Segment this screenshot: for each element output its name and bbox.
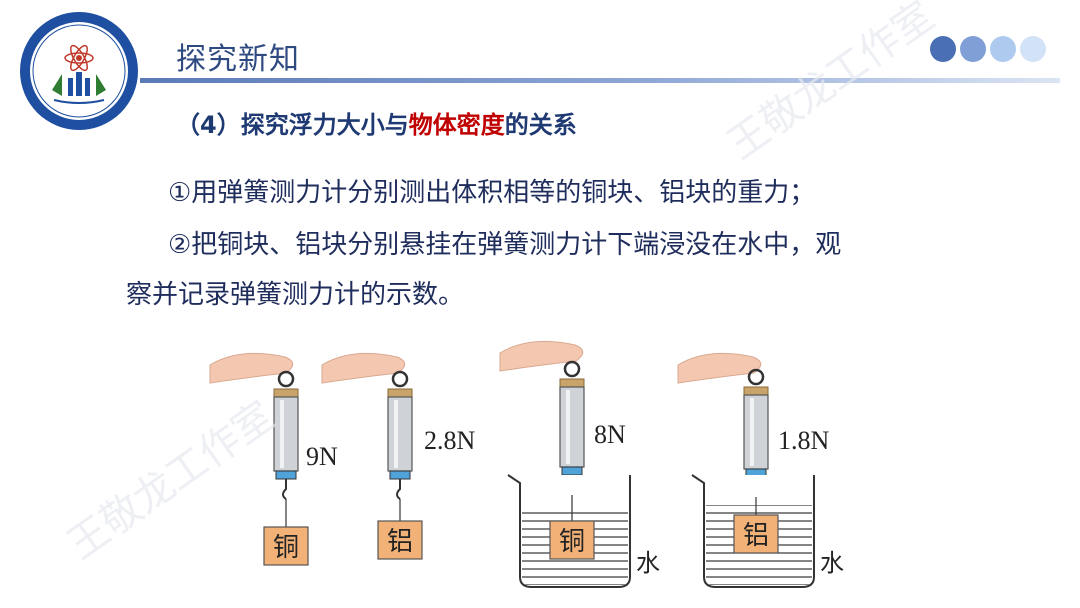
scale-tip-2 [389, 470, 411, 480]
experiment-figure: 铜 9N 铝 2.8N 铜 8N 水 [209, 340, 844, 588]
reading-4: 1.8N [778, 426, 830, 455]
school-logo [20, 12, 138, 130]
copper-label-1: 铜 [273, 533, 299, 563]
step-2-text: ②把铜块、铝块分别悬挂在弹簧测力计下端浸没在水中，观 [168, 230, 842, 260]
header-divider [140, 78, 1060, 83]
cap-3 [559, 378, 585, 388]
hook-2 [396, 479, 401, 500]
scale-tip-3 [561, 466, 583, 476]
scale-shine-3 [566, 390, 570, 464]
dot-4 [1020, 36, 1046, 62]
experiment-subtitle: （4）探究浮力大小与物体密度的关系 [176, 105, 577, 140]
scale-shine-4 [750, 398, 754, 466]
scale-shine-1 [280, 400, 284, 468]
watermark-text-1: 王敬龙工作室 [719, 0, 942, 168]
step-2-text-cont: 察并记录弹簧测力计的示数。 [126, 280, 465, 310]
scale-tip-1 [275, 470, 297, 480]
scale-body-3 [559, 386, 585, 468]
scale-body-1 [273, 396, 299, 472]
aluminium-label-4: 铝 [743, 521, 769, 551]
dot-3 [990, 36, 1016, 62]
hand-2 [321, 352, 406, 384]
hand-1 [209, 352, 294, 384]
scale-shine-2 [394, 400, 398, 468]
subtitle-highlight: 物体密度 [408, 111, 505, 139]
ring-4 [747, 368, 765, 386]
cap-2 [387, 388, 413, 398]
scale-body-4 [743, 394, 769, 470]
setup-copper-water: 铜 8N 水 [499, 340, 660, 588]
cap-1 [273, 388, 299, 398]
setup-copper-air: 铜 9N [209, 352, 338, 566]
copper-block-3 [549, 520, 595, 560]
water-label-3: 水 [636, 549, 660, 577]
reading-2: 2.8N [424, 426, 476, 455]
hand-4 [677, 352, 762, 384]
setup-aluminium-water: 铝 1.8N 水 [677, 352, 844, 588]
aluminium-label-2: 铝 [387, 527, 413, 557]
ring-1 [277, 370, 295, 388]
ring-3 [563, 360, 581, 378]
aluminium-block-4 [733, 514, 779, 554]
section-title: 探究新知 [176, 42, 300, 77]
ring-2 [391, 370, 409, 388]
copper-label-3: 铜 [559, 527, 585, 557]
water-label-4: 水 [820, 549, 844, 577]
reading-1: 9N [306, 442, 338, 471]
subtitle-prefix: （4）探究浮力大小与 [176, 111, 409, 139]
subtitle-suffix: 的关系 [504, 111, 577, 139]
dot-1 [930, 36, 956, 62]
step-1-text: ①用弹簧测力计分别测出体积相等的铜块、铝块的重力； [168, 178, 816, 208]
hand-3 [499, 340, 584, 372]
dot-2 [960, 36, 986, 62]
reading-3: 8N [594, 420, 626, 449]
hook-1 [282, 479, 287, 500]
copper-block-1 [263, 526, 309, 566]
cap-4 [743, 386, 769, 396]
setup-aluminium-air: 铝 2.8N [321, 352, 476, 560]
scale-body-2 [387, 396, 413, 472]
decorative-dots [930, 36, 1046, 62]
aluminium-block-2 [377, 520, 423, 560]
